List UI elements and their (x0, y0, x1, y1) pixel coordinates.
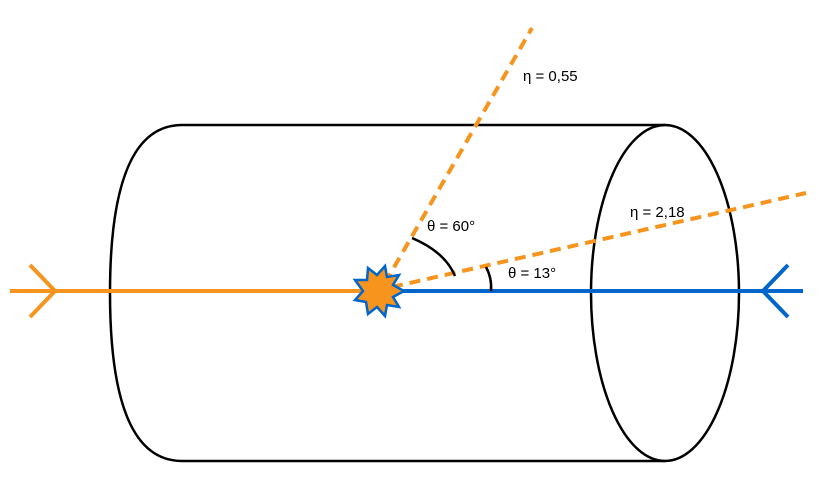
label-theta-upper: θ = 60° (427, 218, 475, 235)
label-eta-upper: η = 0,55 (523, 68, 578, 85)
track-eta-055 (383, 27, 534, 284)
angle-arc-60 (411, 236, 457, 277)
beam-arrow-right-icon (760, 263, 790, 319)
collision-starburst-icon (352, 263, 407, 319)
label-eta-lower: η = 2,18 (630, 204, 685, 221)
label-theta-lower: θ = 13° (508, 265, 556, 282)
beam-arrow-left-icon (28, 263, 58, 319)
angle-arc-13 (484, 266, 493, 292)
